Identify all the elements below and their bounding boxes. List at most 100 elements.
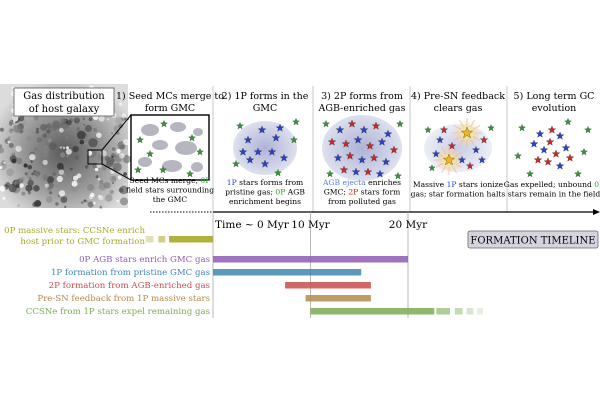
caption-segment: Massive: [413, 180, 447, 189]
galaxy-label-box: [13, 87, 115, 117]
star-1p-icon: [238, 147, 248, 156]
star-1p-icon: [260, 159, 270, 168]
star-1p-icon: [377, 137, 387, 146]
gas-clump: [25, 184, 33, 192]
gas-clump: [17, 204, 20, 207]
gas-clump: [33, 115, 39, 121]
seed-molecular-cloud: [162, 160, 182, 172]
star-0p-icon: [322, 119, 330, 128]
gas-void: [98, 115, 105, 122]
star-0p-icon: [292, 117, 300, 126]
gas-clump: [46, 196, 53, 203]
gas-void: [123, 139, 130, 146]
star-1p-icon: [381, 157, 391, 166]
star-0p-icon: [526, 169, 534, 178]
star-1p-icon: [357, 155, 367, 164]
star-0p-icon: [584, 125, 592, 134]
gas-clump: [99, 205, 103, 209]
caption-segment: stars ionize: [457, 180, 504, 189]
panel-dividers: [212, 86, 508, 212]
star-1p-icon: [435, 135, 445, 144]
star-1p-icon: [359, 125, 369, 134]
gas-clump: [27, 165, 32, 170]
gas-void: [2, 196, 6, 200]
gas-clump: [32, 202, 38, 207]
gas-void: [59, 146, 62, 149]
star-1p-icon: [243, 135, 253, 144]
gas-void: [65, 148, 72, 155]
gas-clump: [119, 185, 128, 195]
gas-clump: [60, 196, 68, 204]
gas-void: [100, 150, 107, 157]
zoom-marker: [87, 149, 103, 165]
star-2p-icon: [363, 167, 373, 176]
panel4-illustration: [424, 118, 495, 175]
caption-segment: stars form: [358, 188, 400, 197]
gas-clump: [50, 125, 57, 132]
star-0p-icon: [188, 133, 196, 142]
gas-clump: [106, 157, 115, 165]
gas-clump: [33, 170, 36, 173]
gas-clump: [60, 152, 66, 158]
radiation-ray: [441, 165, 446, 174]
star-2p-icon: [439, 125, 449, 134]
gas-clump: [21, 191, 26, 196]
radiation-ray: [472, 136, 481, 141]
panel-4-title-line: 4) Pre-SN feedback: [411, 91, 505, 102]
gas-void: [62, 146, 66, 150]
process-bar: [158, 236, 166, 243]
gas-clump: [27, 191, 31, 195]
gas-clump: [60, 117, 67, 124]
gas-void: [13, 120, 16, 124]
gas-clump: [48, 142, 57, 151]
galaxy-title-line1: Gas distribution: [23, 91, 105, 102]
gas-clump: [83, 123, 86, 126]
seed-molecular-cloud: [175, 141, 197, 155]
star-1p-icon: [535, 129, 545, 138]
gas-clump: [55, 182, 60, 187]
tick-label: 10 Myr: [291, 219, 330, 231]
gas-clump: [16, 126, 25, 134]
panel-2-title-line: 2) 1P forms in the: [222, 91, 309, 102]
radiation-ray: [453, 125, 462, 130]
panel-2-caption-line: enrichment begins: [229, 197, 301, 206]
gas-clump: [20, 176, 25, 181]
gas-clump: [25, 170, 34, 179]
radiation-ray: [452, 146, 457, 155]
caption-segment: 0P: [594, 180, 600, 189]
gas-clump: [112, 165, 119, 171]
gas-void: [71, 180, 78, 187]
star-1p-icon: [267, 147, 277, 156]
panel-5-caption-line: Gas expelled; unbound 0P: [504, 180, 600, 189]
star-2p-icon: [327, 137, 337, 146]
star-0p-icon: [514, 151, 522, 160]
caption-segment: 2P: [348, 188, 358, 197]
massive-1p-star-icon: [460, 126, 474, 139]
star-0p-icon: [236, 121, 244, 130]
gas-clump: [33, 147, 38, 151]
caption-segment: enriches: [366, 178, 401, 187]
panel-4-caption-line: Massive 1P stars ionize: [413, 180, 504, 189]
gas-void: [97, 178, 101, 181]
panel1-illustration: [134, 119, 204, 178]
gas-clump: [46, 181, 54, 190]
gas-void: [66, 146, 69, 150]
star-1p-icon: [353, 135, 363, 144]
gas-void: [56, 175, 63, 183]
star-1p-icon: [275, 123, 285, 132]
panel-5-title-line: evolution: [532, 103, 577, 114]
gas-clump: [33, 185, 40, 192]
star-0p-icon: [564, 117, 572, 126]
star-1p-icon: [271, 133, 281, 142]
gas-clump: [30, 160, 33, 163]
caption-segment: AGB: [285, 188, 305, 197]
star-1p-icon: [529, 139, 539, 148]
panel-3-caption-line: AGB ejecta enriches: [322, 178, 401, 187]
process-bar: [285, 282, 371, 289]
star-0p-icon: [424, 126, 432, 134]
caption-segment: Gas expelled; unbound: [504, 180, 595, 189]
gas-clump: [35, 130, 39, 134]
formation-timeline-badge: [467, 230, 599, 249]
tick-label: Time ~ 0 Myr: [215, 219, 290, 231]
